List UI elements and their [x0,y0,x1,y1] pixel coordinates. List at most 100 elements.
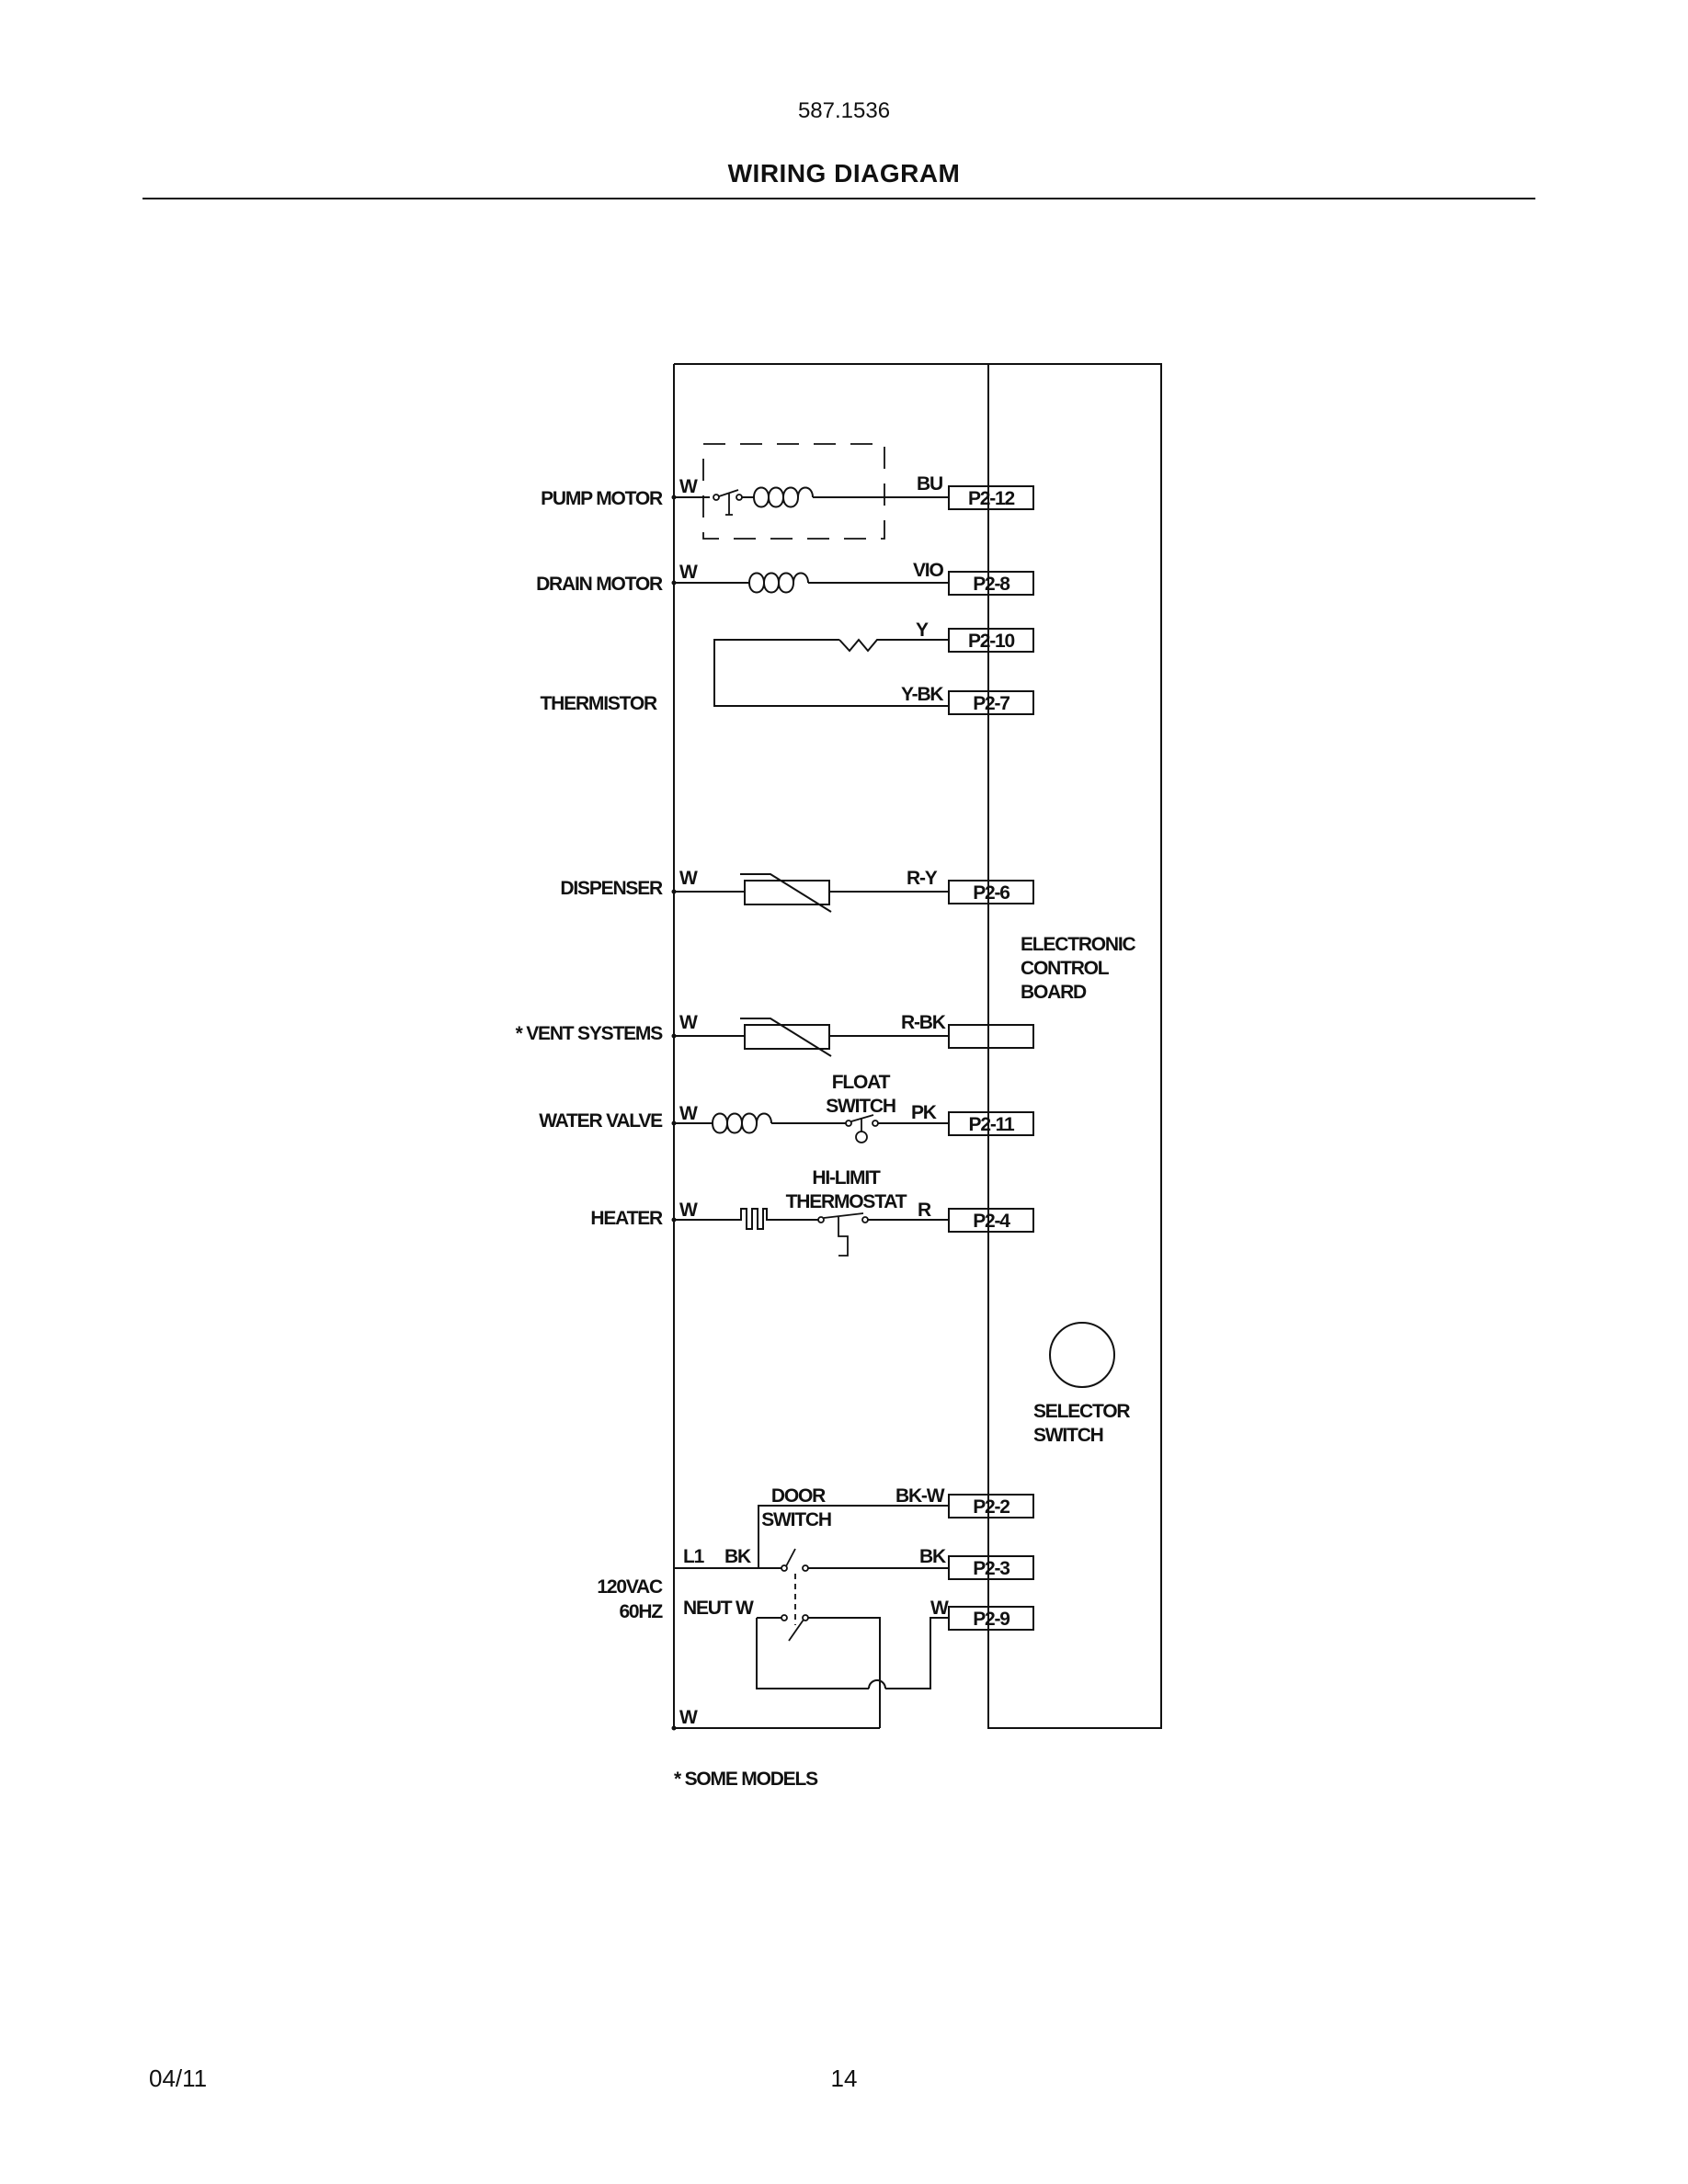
connector-label-p2-8: P2-8 [973,574,1010,595]
float-switch-label-1: FLOAT [832,1072,891,1093]
hi-limit-node-2 [861,1216,869,1223]
pump-switch-node-1 [713,494,720,501]
water-valve-coil-icon [712,1112,786,1134]
connector-label-p2-11: P2-11 [969,1114,1015,1135]
connector-label-p2-6: P2-6 [973,882,1009,904]
connector-p2-11 [948,1111,1034,1136]
footer-date: 04/11 [149,2065,208,2092]
connector-label-p2-12: P2-12 [968,488,1015,509]
connector-p2-8 [948,571,1034,596]
label-dispenser: DISPENSER [560,878,663,899]
selector-switch-label-1: SELECTOR [1033,1401,1130,1422]
terminal-dot-vent [671,1033,677,1039]
connector-p2-12 [948,485,1034,510]
connector-p2-4 [948,1208,1034,1233]
wire-color-bottom: W [679,1707,698,1728]
control-board-outline [987,363,1162,1729]
document-number: 587.1536 [797,98,891,123]
connector-p2-3 [948,1555,1034,1580]
board-label-line1: ELECTRONIC [1021,934,1136,955]
drain-motor-coil-icon [748,572,823,594]
wire-color-heater-right: R [918,1200,931,1221]
pump-motor-dashed-enclosure [702,443,885,540]
selector-switch-label-2: SWITCH [1033,1425,1103,1446]
wire-color-door-top: BK-W [895,1485,945,1507]
wire-label-l1: L1 [683,1546,705,1567]
pump-switch-blade [718,489,739,516]
label-drain-motor: DRAIN MOTOR [536,574,663,595]
board-label-line2: CONTROL [1021,958,1110,979]
connector-p2-2 [948,1494,1034,1519]
door-switch-l1-blade [785,1548,796,1567]
connector-label-p2-9: P2-9 [973,1609,1009,1630]
wire-color-dispenser-right: R-Y [907,868,938,889]
connector-label-p2-2: P2-2 [973,1496,1009,1518]
wire-color-pump-left: W [679,476,698,497]
label-heater: HEATER [590,1208,663,1229]
neutral-crossover-hop [868,1679,886,1689]
terminal-dot-dispenser [671,889,677,894]
selector-switch-knob [1049,1322,1115,1388]
door-switch-l1-node-1 [781,1564,788,1572]
terminal-dot-pump [671,495,677,500]
label-pump-motor: PUMP MOTOR [541,488,663,509]
connector-label-p2-10: P2-10 [968,631,1015,652]
thermistor-resistor-icon [838,638,883,653]
terminal-dot-heater [671,1217,677,1223]
connector-p2-7 [948,690,1034,715]
wire-color-vent-right: R-BK [901,1012,946,1033]
neutral-wire [756,1617,949,1728]
connector-p2-9 [948,1606,1034,1631]
vent-heater-icon [744,1024,830,1050]
footnote-some-models: * SOME MODELS [674,1769,818,1790]
connector-label-p2-4: P2-4 [973,1211,1010,1232]
dispenser-element-slash [740,873,832,913]
hi-limit-node-1 [817,1216,825,1223]
connector-label-p2-7: P2-7 [973,693,1009,714]
door-switch-neut-node-2 [802,1614,809,1621]
wire-color-heater-left: W [679,1200,698,1221]
vent-element-slash [740,1018,832,1057]
connector-p2-10 [948,628,1034,653]
power-label-60hz: 60HZ [619,1601,663,1622]
door-switch-neut-node-1 [781,1614,788,1621]
title-rule [143,198,1535,199]
float-switch-float-icon [855,1131,868,1143]
hi-limit-label-2: THERMOSTAT [786,1191,907,1212]
label-thermistor: THERMISTOR [541,693,657,714]
thermistor-loop-wire [713,639,949,707]
wire-color-thermistor-top: Y [916,620,929,641]
wire-color-neutral-right: W [930,1598,949,1619]
pump-motor-coil-icon [753,486,823,508]
wire-color-valve-left: W [679,1103,698,1124]
connector-label-p2-3: P2-3 [973,1558,1009,1579]
power-label-120vac: 120VAC [597,1576,663,1598]
float-switch-node-2 [872,1120,879,1127]
wire-color-l1: BK [724,1546,751,1567]
float-switch-blade [850,1114,874,1132]
wire-color-l1-right: BK [919,1546,946,1567]
wire-color-vent-left: W [679,1012,698,1033]
wire-color-thermistor-bottom: Y-BK [901,684,943,705]
heater-element-icon [736,1208,770,1230]
float-switch-label-2: SWITCH [826,1096,895,1117]
door-switch-top-wire [758,1505,949,1567]
hi-limit-label-1: HI-LIMIT [812,1167,881,1189]
connector-p2-6 [948,880,1034,904]
label-water-valve: WATER VALVE [539,1110,663,1132]
pump-switch-node-2 [736,494,743,501]
label-vent-systems: * VENT SYSTEMS [516,1023,664,1044]
connector-vent [948,1024,1034,1049]
dispenser-heater-icon [744,880,830,905]
board-label-line3: BOARD [1021,982,1087,1003]
terminal-dot-bottom [671,1725,677,1731]
door-switch-label-2: SWITCH [761,1509,831,1530]
door-switch-label-1: DOOR [771,1485,826,1507]
hi-limit-blade [823,1212,864,1257]
wire-color-drain-left: W [679,562,698,583]
wire-color-valve-right: PK [911,1102,937,1123]
terminal-dot-valve [671,1120,677,1126]
page-title: WIRING DIAGRAM [727,159,961,188]
door-switch-l1-node-2 [802,1564,809,1572]
